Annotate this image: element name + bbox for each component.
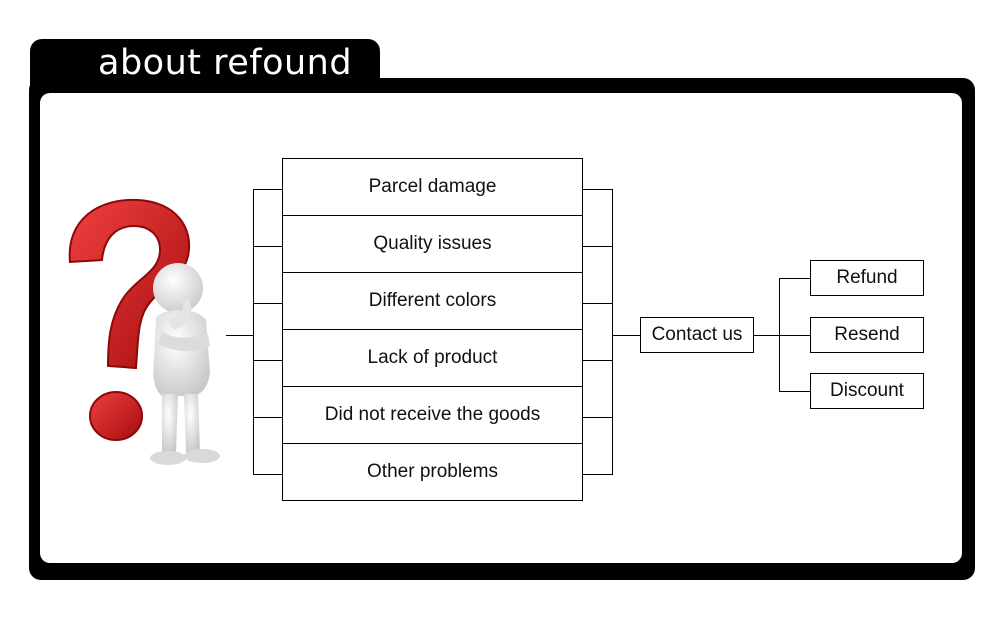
connector-line	[253, 189, 254, 474]
connector-line	[253, 189, 283, 190]
connector-line	[612, 189, 613, 474]
connector-line	[226, 335, 254, 336]
reason-other-problems: Other problems	[282, 443, 583, 501]
connector-line	[582, 417, 613, 418]
contact-us-box: Contact us	[640, 317, 754, 353]
connector-line	[582, 246, 613, 247]
connector-line	[779, 278, 810, 279]
outcome-discount: Discount	[810, 373, 924, 409]
connector-line	[779, 335, 810, 336]
reason-lack-of-product: Lack of product	[282, 329, 583, 387]
connector-line	[582, 474, 613, 475]
reason-parcel-damage: Parcel damage	[282, 158, 583, 216]
connector-line	[253, 417, 283, 418]
connector-line	[612, 335, 641, 336]
outcome-refund: Refund	[810, 260, 924, 296]
connector-line	[253, 246, 283, 247]
connector-line	[253, 303, 283, 304]
connector-line	[779, 391, 810, 392]
connector-line	[753, 335, 780, 336]
person-question-mark-icon	[68, 198, 220, 465]
connector-line	[253, 360, 283, 361]
connector-line	[253, 474, 283, 475]
connector-line	[582, 189, 613, 190]
page-title: about refound	[98, 43, 353, 83]
connector-line	[582, 360, 613, 361]
reason-different-colors: Different colors	[282, 272, 583, 330]
connector-line	[582, 303, 613, 304]
reason-quality-issues: Quality issues	[282, 215, 583, 273]
reason-did-not-receive: Did not receive the goods	[282, 386, 583, 444]
outcome-resend: Resend	[810, 317, 924, 353]
